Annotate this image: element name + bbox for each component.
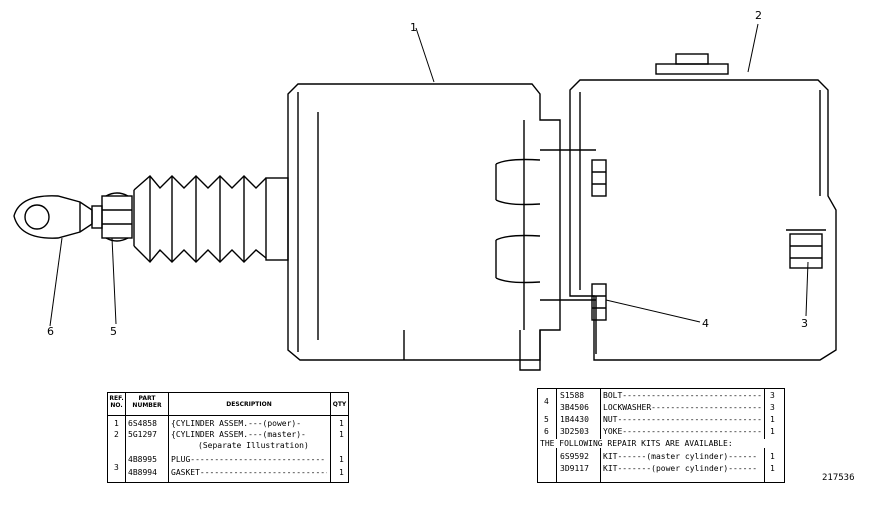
qty-cell: 1: [770, 427, 775, 436]
leader-line-1: [415, 27, 435, 83]
description-cell: NUT-------------------------------------: [603, 415, 761, 424]
description-cell: {CYLINDER ASSEM.---(master)-: [171, 430, 306, 439]
leader-line-4: [605, 299, 701, 323]
description-cell: (Separate Illustration): [198, 441, 309, 450]
description-cell: {CYLINDER ASSEM.---(power)-: [171, 419, 302, 428]
part-cell: 4B8995: [128, 455, 157, 464]
part-cell: 4B8994: [128, 468, 157, 477]
parts-table-left: REF. NO. PART NUMBER DESCRIPTION QTY 1 6…: [107, 392, 349, 483]
nut-part: [101, 192, 133, 242]
callout-6: 6: [47, 325, 54, 338]
header-description: DESCRIPTION: [226, 401, 272, 408]
ref-cell: 2: [114, 430, 119, 439]
leader-line-6: [49, 237, 63, 327]
part-cell: 1B4430: [560, 415, 589, 424]
header-part-number: PART NUMBER: [132, 395, 162, 409]
ref-cell: 5: [544, 415, 549, 424]
description-cell: BOLT---------------------------------: [603, 391, 761, 400]
callout-1: 1: [410, 21, 417, 34]
part-cell: S1588: [560, 391, 585, 400]
leader-line-3: [805, 261, 809, 317]
rubber-boot: [133, 175, 289, 264]
qty-cell: 3: [770, 403, 775, 412]
qty-cell: 1: [339, 468, 344, 477]
qty-cell: 1: [339, 430, 344, 439]
qty-cell: 1: [770, 464, 775, 473]
ref-cell: 4: [544, 397, 549, 406]
master-cylinder-body: [569, 53, 837, 361]
part-cell: 3B4506: [560, 403, 589, 412]
description-cell: GASKET---------------------------: [171, 468, 327, 477]
plug-part: [786, 229, 826, 269]
qty-cell: 1: [770, 415, 775, 424]
drawing-number: 217536: [822, 473, 855, 483]
qty-cell: 3: [770, 391, 775, 400]
part-cell: 6S4858: [128, 419, 157, 428]
callout-2: 2: [755, 9, 762, 22]
qty-cell: 1: [339, 455, 344, 464]
bolt-part: [591, 159, 607, 321]
leader-line-2: [747, 23, 759, 73]
power-cylinder-body: [287, 83, 596, 371]
callout-5: 5: [110, 325, 117, 338]
qty-cell: 1: [770, 452, 775, 461]
part-cell: 5G1297: [128, 430, 157, 439]
yoke-part: [13, 195, 103, 239]
ref-cell: 6: [544, 427, 549, 436]
callout-3: 3: [801, 317, 808, 330]
description-cell: LOCKWASHER--------------------------: [603, 403, 761, 412]
header-ref-no: REF. NO.: [109, 395, 124, 409]
ref-cell: 1: [114, 419, 119, 428]
description-cell: PLUG----------------------------: [171, 455, 326, 464]
ref-cell: 3: [114, 463, 119, 472]
header-qty: QTY: [332, 401, 347, 408]
leader-line-5: [111, 237, 117, 325]
part-cell: 3D2503: [560, 427, 589, 436]
description-cell: KIT------(master cylinder)------: [603, 452, 758, 461]
description-cell: KIT-------(power cylinder)------: [603, 464, 758, 473]
qty-cell: 1: [339, 419, 344, 428]
part-cell: 3D9117: [560, 464, 589, 473]
kits-heading: THE FOLLOWING REPAIR KITS ARE AVAILABLE:: [540, 439, 782, 448]
parts-table-right: 4 S1588 BOLT----------------------------…: [537, 388, 785, 483]
description-cell: YOKE------------------------------------: [603, 427, 761, 436]
callout-4: 4: [702, 317, 709, 330]
part-cell: 6S9592: [560, 452, 589, 461]
